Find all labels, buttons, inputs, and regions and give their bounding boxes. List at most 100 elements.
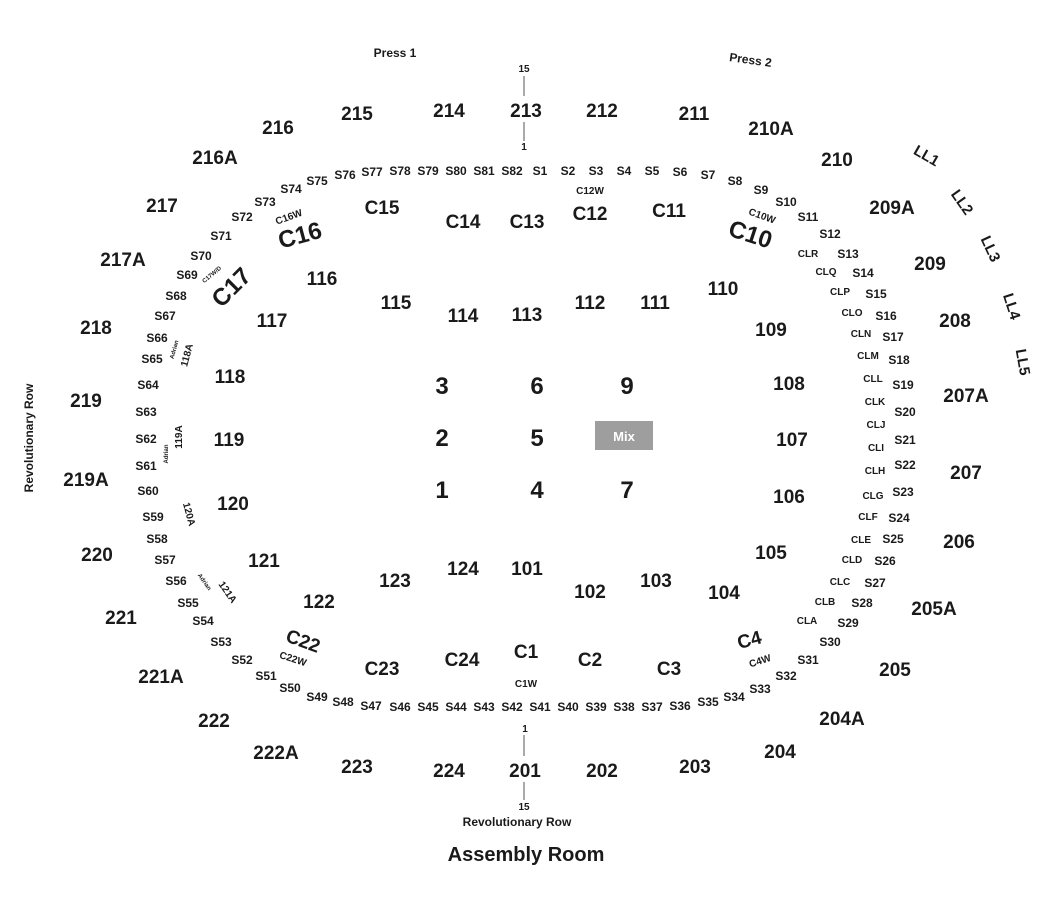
section-label[interactable]: 219	[70, 391, 102, 412]
club-small-label[interactable]: C1W	[515, 679, 538, 690]
section-label[interactable]: 121	[248, 551, 280, 572]
section-label[interactable]: 101	[511, 559, 543, 580]
floor-section-label[interactable]: 6	[530, 373, 543, 400]
section-label[interactable]: 205A	[911, 599, 957, 620]
club-lounge-label[interactable]: CLA	[797, 616, 818, 627]
suite-label[interactable]: S51	[255, 669, 277, 683]
section-label[interactable]: 206	[943, 532, 975, 553]
club-section-label[interactable]: C13	[510, 212, 545, 233]
adrian-section-label[interactable]: 118A	[179, 343, 196, 368]
suite-label[interactable]: S40	[557, 700, 579, 714]
suite-label[interactable]: S57	[154, 553, 176, 567]
club-lounge-label[interactable]: CLG	[862, 491, 883, 502]
section-label[interactable]: 221	[105, 608, 137, 629]
suite-label[interactable]: S50	[279, 681, 301, 695]
club-lounge-label[interactable]: CLO	[841, 308, 862, 319]
section-label[interactable]: 218	[80, 318, 112, 339]
suite-label[interactable]: S24	[888, 511, 910, 525]
club-lounge-label[interactable]: CLK	[865, 397, 886, 408]
section-label[interactable]: 213	[510, 101, 542, 122]
suite-label[interactable]: S48	[332, 695, 354, 709]
suite-label[interactable]: S64	[137, 378, 159, 392]
suite-label[interactable]: S33	[749, 682, 771, 696]
mix-box[interactable]	[595, 421, 653, 450]
suite-label[interactable]: S81	[473, 164, 495, 178]
loge-label[interactable]: LL3	[977, 233, 1004, 264]
suite-label[interactable]: S60	[137, 484, 159, 498]
floor-section-label[interactable]: 2	[435, 425, 448, 452]
section-label[interactable]: 210A	[748, 119, 794, 140]
loge-label[interactable]: LL1	[910, 142, 942, 170]
floor-section-label[interactable]: 5	[530, 425, 543, 452]
section-label[interactable]: 110	[708, 279, 739, 300]
suite-label[interactable]: S16	[875, 309, 897, 323]
suite-label[interactable]: S9	[754, 183, 769, 197]
loge-label[interactable]: LL2	[947, 187, 976, 219]
section-label[interactable]: 106	[773, 487, 805, 508]
suite-label[interactable]: S3	[589, 164, 604, 178]
suite-label[interactable]: S13	[837, 247, 859, 261]
suite-label[interactable]: S7	[701, 168, 716, 182]
suite-label[interactable]: S58	[146, 532, 168, 546]
section-label[interactable]: 114	[448, 306, 479, 327]
suite-label[interactable]: S67	[154, 309, 176, 323]
section-label[interactable]: 104	[708, 583, 740, 604]
suite-label[interactable]: S38	[613, 700, 635, 714]
suite-label[interactable]: S68	[165, 289, 187, 303]
suite-label[interactable]: S23	[892, 485, 914, 499]
club-lounge-label[interactable]: CLM	[857, 351, 879, 362]
suite-label[interactable]: S10	[775, 195, 797, 209]
suite-label[interactable]: S28	[851, 596, 873, 610]
club-section-label[interactable]: C24	[445, 650, 480, 671]
club-lounge-label[interactable]: CLQ	[815, 267, 836, 278]
suite-label[interactable]: S77	[361, 165, 383, 179]
club-lounge-label[interactable]: CLR	[798, 249, 819, 260]
section-label[interactable]: 224	[433, 761, 465, 782]
section-label[interactable]: 211	[679, 104, 710, 125]
suite-label[interactable]: S80	[445, 164, 467, 178]
suite-label[interactable]: S62	[135, 432, 157, 446]
suite-label[interactable]: S79	[417, 164, 439, 178]
suite-label[interactable]: S59	[142, 510, 164, 524]
adrian-section-label[interactable]: 120A	[180, 501, 197, 527]
section-label[interactable]: 209A	[869, 198, 915, 219]
floor-section-label[interactable]: 3	[435, 373, 448, 400]
section-label[interactable]: 214	[433, 101, 465, 122]
club-lounge-label[interactable]: CLD	[842, 555, 863, 566]
club-lounge-label[interactable]: CLB	[815, 597, 836, 608]
suite-label[interactable]: S56	[165, 574, 187, 588]
section-label[interactable]: 201	[509, 761, 541, 782]
club-lounge-label[interactable]: CLH	[865, 466, 886, 477]
suite-label[interactable]: S30	[819, 635, 841, 649]
section-label[interactable]: 222	[198, 711, 230, 732]
suite-label[interactable]: S53	[210, 635, 232, 649]
section-label[interactable]: 122	[303, 592, 335, 613]
club-section-label[interactable]: C1	[514, 642, 539, 663]
suite-label[interactable]: S31	[797, 653, 819, 667]
section-label[interactable]: 102	[574, 582, 606, 603]
suite-label[interactable]: S69	[176, 268, 198, 282]
suite-label[interactable]: S66	[146, 331, 168, 345]
section-label[interactable]: 203	[679, 757, 711, 778]
club-lounge-label[interactable]: CLF	[858, 512, 877, 523]
section-label[interactable]: 223	[341, 757, 373, 778]
section-label[interactable]: 209	[914, 254, 946, 275]
suite-label[interactable]: S8	[728, 174, 743, 188]
suite-label[interactable]: S2	[561, 164, 576, 178]
suite-label[interactable]: S29	[837, 616, 859, 630]
section-label[interactable]: 219A	[63, 470, 109, 491]
suite-label[interactable]: S20	[894, 405, 916, 419]
suite-label[interactable]: S12	[819, 227, 841, 241]
suite-label[interactable]: S15	[865, 287, 887, 301]
section-label[interactable]: 215	[341, 104, 373, 125]
club-lounge-label[interactable]: CLJ	[867, 420, 886, 431]
club-section-label[interactable]: C2	[578, 650, 602, 671]
floor-section-label[interactable]: 9	[620, 373, 633, 400]
suite-label[interactable]: S5	[645, 164, 660, 178]
floor-section-label[interactable]: 7	[620, 477, 633, 504]
suite-label[interactable]: S25	[882, 532, 904, 546]
suite-label[interactable]: S76	[334, 168, 356, 182]
section-label[interactable]: 205	[879, 660, 911, 681]
suite-label[interactable]: S61	[135, 459, 157, 473]
section-label[interactable]: 115	[381, 293, 412, 314]
